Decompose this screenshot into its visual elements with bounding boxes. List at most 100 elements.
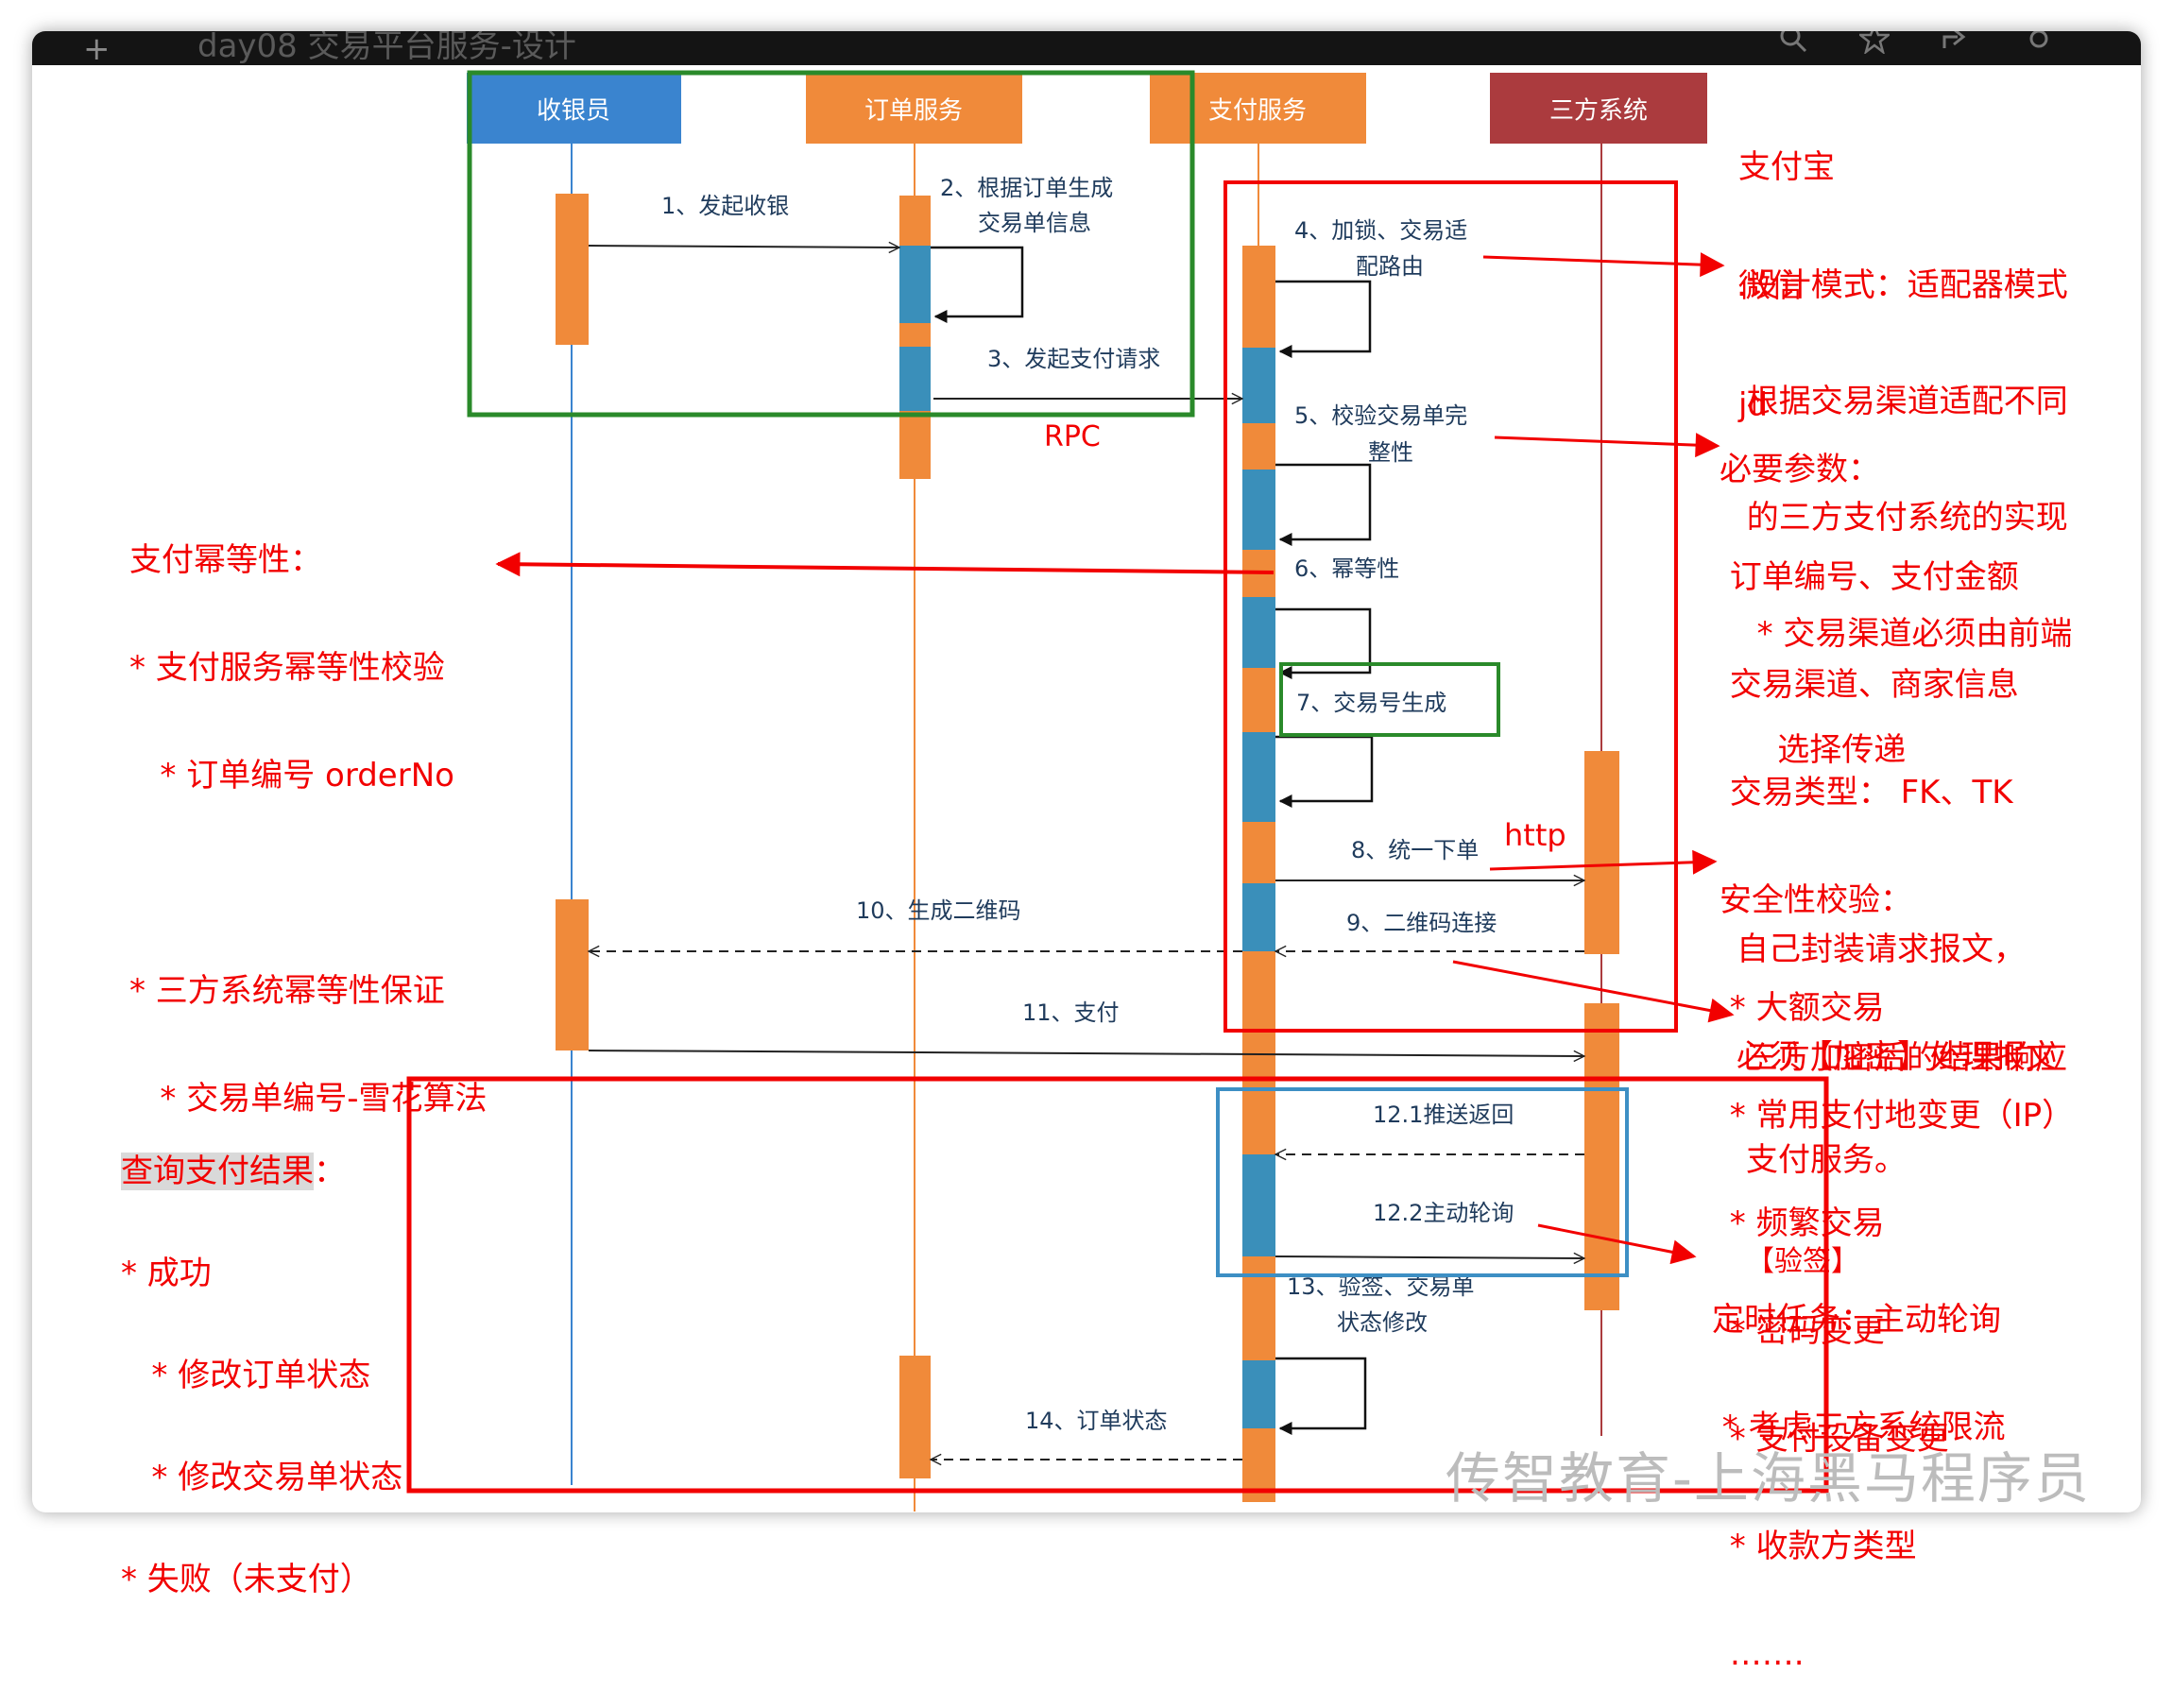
message-label-2a: 2、根据订单生成 (940, 175, 1113, 201)
activation-bar (1242, 1154, 1275, 1256)
message-arrow-11 (588, 1050, 1584, 1056)
annotation-line: 自己封装请求报文， (1737, 931, 2026, 968)
activation-bar (899, 347, 931, 411)
watermark: 传智教育-上海黑马程序员 (1446, 1446, 2091, 1511)
share-icon[interactable] (1941, 31, 1971, 54)
red-box-pay-flow (1223, 180, 1678, 1033)
http-label: http (1504, 817, 1566, 853)
participant-third: 三方系统 (1490, 73, 1707, 144)
message-label-13b: 状态修改 (1337, 1309, 1428, 1336)
message-label-11: 11、支付 (1022, 999, 1120, 1026)
blue-box-push-poll (1216, 1087, 1629, 1277)
annotation-line: * 交易渠道必须由前端 (1737, 615, 2073, 653)
message-label-5a: 5、校验交易单完 (1294, 402, 1467, 429)
annotation-line: 三方加密后的结果响应 (1746, 1039, 2067, 1077)
annotation-line: ……. (1720, 1635, 1805, 1673)
red-box-query-flow (406, 1076, 1829, 1494)
annotation-line: * 支付服务幂等性校验 (129, 649, 445, 687)
rpc-label: RPC (1044, 420, 1101, 453)
window-frame: + day08 交易平台服务-设计 (32, 31, 2141, 1512)
settings-icon[interactable] (2024, 31, 2054, 54)
activation-bar (899, 196, 931, 479)
annotation-line: 微信 (1738, 267, 1803, 305)
annotation-line: * 收款方类型 (1720, 1528, 1917, 1565)
message-label-4a: 4、加锁、交易适 (1294, 217, 1467, 244)
annotation-line: 安全性校验： (1720, 881, 1912, 919)
annotation-line: 支付服务。 (1746, 1141, 1907, 1179)
green-box-step-7 (1279, 662, 1500, 737)
annotation-line: * 成功 (121, 1255, 212, 1292)
message-label-5b: 整性 (1368, 439, 1413, 466)
activation-bar (1242, 732, 1275, 822)
annotation-line (129, 865, 488, 901)
annotation-line: 必须【加密】处理报文 (1737, 1038, 2058, 1076)
annotation-arrow-timer (1537, 1223, 1697, 1265)
annotation-line: 必要参数： (1720, 451, 1880, 488)
message-arrow-6-self (1275, 607, 1372, 679)
annotation-line: * 修改订单状态 (121, 1357, 371, 1394)
annotation-line: * 修改交易单状态 (121, 1459, 403, 1496)
annotation-line: 的三方支付系统的实现 (1737, 499, 2068, 537)
annotation-line: * 考虑三方系统限流 (1712, 1409, 2006, 1446)
activation-bar (1242, 348, 1275, 423)
annotation-line: * 常用支付地变更（IP） (1720, 1097, 2075, 1135)
message-label-13a: 13、验签、交易单 (1287, 1273, 1475, 1300)
message-label-10: 10、生成二维码 (856, 897, 1021, 924)
sequence-diagram: 收银员 订单服务 支付服务 三方系统 1、发起收银 2 (406, 70, 1829, 1512)
message-label-7: 7、交易号生成 (1296, 690, 1446, 716)
participant-cashier: 收银员 (467, 73, 681, 144)
annotation-line: 【验签】 (1746, 1245, 1859, 1278)
annotation-line: * 支付设备变更 (1720, 1420, 1949, 1458)
participant-label: 收银员 (537, 97, 610, 126)
participant-order: 订单服务 (806, 73, 1022, 144)
annotation-arrow-encrypt (1489, 849, 1718, 875)
annotation-line: * 交易单编号-雪花算法 (129, 1080, 488, 1118)
message-label-1: 1、发起收银 (661, 193, 789, 219)
activation-bar (899, 1356, 931, 1478)
annotation-line: 查询支付结果： (121, 1153, 402, 1190)
annotation-line: 支付宝 (1738, 148, 1835, 186)
annotation-channels: 支付宝 微信 jd (1738, 68, 1835, 465)
annotation-line: 交易渠道、商家信息 (1720, 666, 2019, 704)
window-titlebar: + day08 交易平台服务-设计 (32, 31, 2141, 65)
annotation-line: 选择传递 (1737, 731, 1907, 769)
annotation-line: * 订单编号 orderNo (129, 757, 454, 794)
annotation-line: 交易类型： FK、TK (1720, 774, 2013, 811)
message-label-6: 6、幂等性 (1294, 555, 1399, 582)
message-arrow-12-2 (1275, 1256, 1584, 1258)
message-label-12-1: 12.1推送返回 (1373, 1102, 1514, 1128)
annotation-timer: 定时任务：主动轮询 * 考虑三方系统限流 (1712, 1230, 2006, 1481)
activation-bar (1584, 751, 1619, 954)
annotation-line: 订单编号、支付金额 (1720, 558, 2019, 596)
query-title: 查询支付结果 (121, 1153, 314, 1190)
annotation-line: * 大额交易 (1720, 989, 1885, 1027)
participant-label: 订单服务 (864, 97, 963, 126)
activation-bar (1584, 1003, 1619, 1310)
annotation-line: * 失败（未支付） (121, 1561, 372, 1598)
message-label-2b: 交易单信息 (978, 210, 1091, 236)
activation-bar (1242, 246, 1275, 1502)
annotation-line: * 频繁交易 (1720, 1204, 1885, 1242)
message-label-4b: 配路由 (1356, 253, 1424, 280)
activation-bar (1242, 597, 1275, 668)
message-arrow-4-self (1275, 280, 1372, 358)
search-icon[interactable] (1778, 31, 1808, 54)
annotation-encrypt: 自己封装请求报文， 必须【加密】处理报文 (1737, 860, 2058, 1111)
annotation-line: 支付幂等性： (129, 541, 322, 579)
annotation-arrow-params (1494, 433, 1720, 458)
annotation-line: jd (1738, 386, 1769, 424)
star-icon[interactable] (1859, 31, 1890, 54)
participant-pay: 支付服务 (1150, 73, 1366, 144)
activation-bar (1242, 1360, 1275, 1428)
window-title: day08 交易平台服务-设计 (197, 31, 576, 65)
message-arrow-1 (588, 246, 899, 248)
new-tab-plus-icon[interactable]: + (83, 31, 111, 68)
message-label-9: 9、二维码连接 (1346, 910, 1497, 936)
green-box-order-flow (467, 70, 1195, 418)
participant-label: 支付服务 (1208, 97, 1307, 126)
message-label-8: 8、统一下单 (1351, 837, 1479, 863)
annotation-arrow-response (1452, 960, 1735, 1023)
annotation-line: 根据交易渠道适配不同 (1737, 383, 2068, 420)
annotation-line: * 密码变更 (1720, 1312, 1885, 1350)
message-arrow-7-self (1275, 735, 1374, 808)
